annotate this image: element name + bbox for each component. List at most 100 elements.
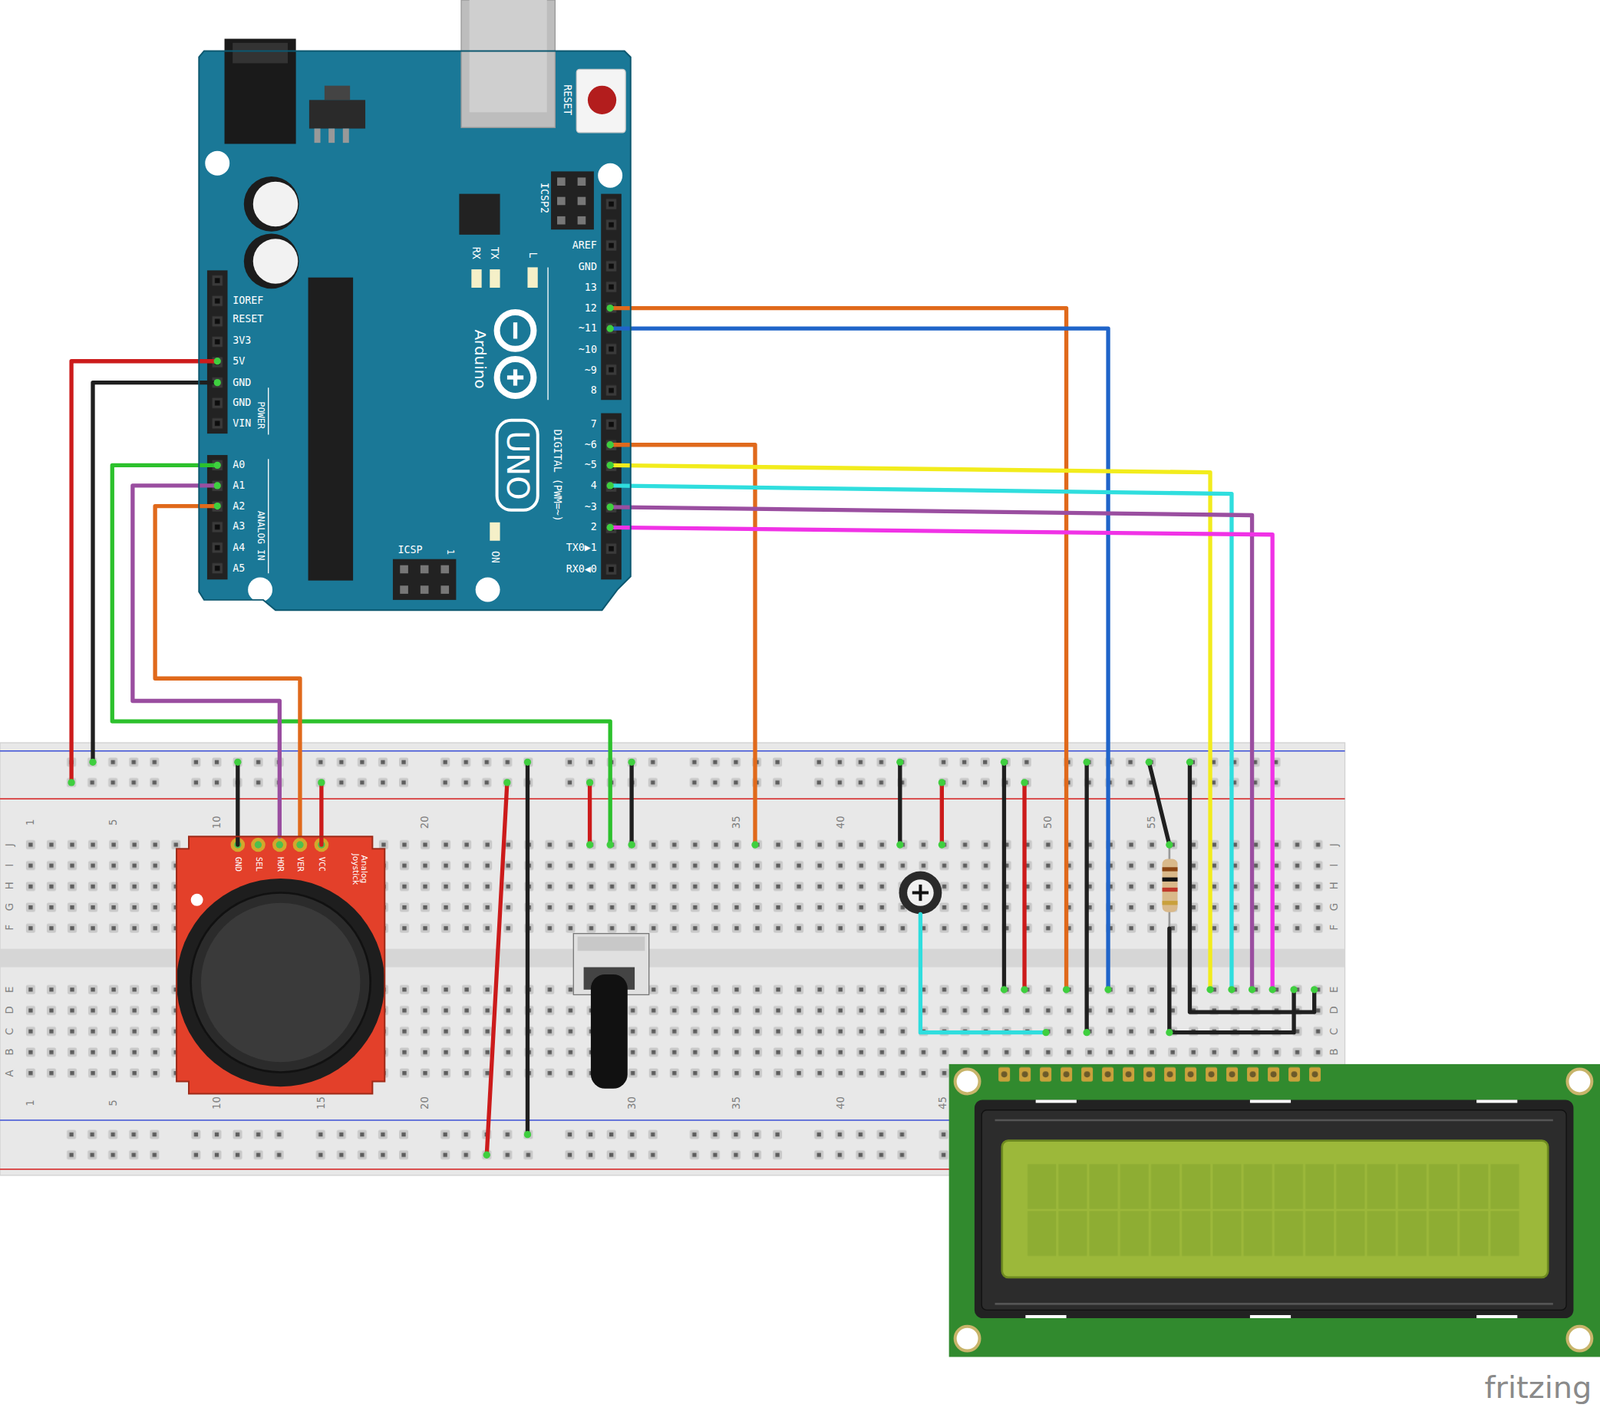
arduino-illustration xyxy=(489,269,500,288)
column-number: 5 xyxy=(108,818,119,827)
connection-dot xyxy=(607,441,614,449)
potentiometer xyxy=(577,936,646,952)
board-label: 13 xyxy=(584,282,598,293)
connection-dot xyxy=(1165,1029,1173,1036)
arduino-illustration xyxy=(547,267,548,400)
arduino-illustration xyxy=(440,585,449,594)
wire xyxy=(112,465,611,845)
resistor xyxy=(1162,867,1178,871)
lcd-display xyxy=(949,1064,1600,1358)
wire xyxy=(1084,762,1089,1033)
arduino-illustration xyxy=(204,151,230,176)
connection-dot xyxy=(1289,986,1297,993)
lcd-display xyxy=(955,1326,980,1352)
column-number: 10 xyxy=(212,814,223,831)
row-letter: G xyxy=(1329,902,1340,913)
arduino-illustration xyxy=(489,522,500,542)
arduino-illustration xyxy=(550,171,594,230)
pin-label: GND xyxy=(234,857,243,872)
joystick-module: GNDSELHORVERVCCAnalog Joystick xyxy=(176,836,385,1094)
lcd-display xyxy=(1250,1099,1291,1103)
arduino-illustration xyxy=(420,565,429,575)
column-number: 30 xyxy=(627,1095,638,1112)
arduino-illustration xyxy=(600,194,622,401)
wire xyxy=(610,445,756,845)
arduino-illustration xyxy=(198,0,631,611)
wire xyxy=(610,465,1211,990)
arduino-illustration xyxy=(497,420,538,511)
breadboard xyxy=(61,752,1308,793)
board-label: A5 xyxy=(232,563,245,574)
connection-dot xyxy=(89,758,96,766)
row-letter: B xyxy=(1329,1047,1340,1057)
connection-dot xyxy=(607,461,614,469)
arduino-illustration xyxy=(597,163,623,189)
arduino-illustration xyxy=(458,194,500,235)
arduino-illustration xyxy=(207,270,228,434)
pin-label: HOR xyxy=(275,857,284,872)
board-label: ~6 xyxy=(584,439,598,450)
arduino-illustration xyxy=(600,414,622,580)
connection-dot xyxy=(1206,986,1214,993)
board-label: A1 xyxy=(232,480,245,491)
row-letter: F xyxy=(1329,923,1340,932)
connection-dot xyxy=(751,841,759,848)
arduino-illustration xyxy=(253,238,299,284)
arduino-illustration xyxy=(399,585,409,594)
board-label: UNO xyxy=(501,430,533,500)
board-label: A3 xyxy=(232,521,245,532)
arduino-illustration xyxy=(557,177,566,186)
connection-dot xyxy=(1165,841,1173,848)
board-label: IOREF xyxy=(232,296,264,307)
arduino-illustration xyxy=(309,99,366,129)
lcd-display xyxy=(1026,1163,1521,1257)
connection-dot xyxy=(1248,986,1256,993)
arduino-illustration xyxy=(600,194,622,401)
joystick-illustration xyxy=(191,893,371,1073)
resistor xyxy=(1162,900,1178,905)
connection-dot xyxy=(607,841,614,848)
connection-dot xyxy=(1186,758,1194,766)
board-label: 2 xyxy=(590,522,598,533)
arduino-illustration xyxy=(440,565,449,575)
lcd-display xyxy=(1025,1315,1066,1319)
lcd-display xyxy=(996,1066,1328,1083)
arduino-illustration xyxy=(267,387,269,435)
arduino-illustration xyxy=(577,216,587,225)
wire xyxy=(235,762,240,845)
arduino-illustration xyxy=(232,42,288,64)
wire xyxy=(319,782,324,845)
board-label: 12 xyxy=(584,303,598,314)
wire xyxy=(1002,762,1007,990)
connection-dot xyxy=(627,841,635,848)
board-label: RESET xyxy=(232,314,264,325)
connection-dot xyxy=(607,304,614,312)
potentiometer xyxy=(590,974,628,1089)
pin-label: VCC xyxy=(317,857,327,872)
wire xyxy=(71,308,1315,1156)
column-number: 55 xyxy=(1147,814,1158,831)
column-number: 10 xyxy=(212,1095,223,1112)
arduino-illustration xyxy=(469,0,548,113)
arduino-illustration xyxy=(399,565,409,575)
board-label: GND xyxy=(578,262,598,273)
connection-dot xyxy=(1000,986,1008,993)
board-label: ICSP2 xyxy=(538,182,549,214)
joystick-illustration xyxy=(254,841,262,848)
joystick-illustration xyxy=(293,837,308,853)
board-label: 5V xyxy=(232,356,245,367)
row-letter: C xyxy=(1329,1026,1340,1036)
arduino-illustration xyxy=(577,177,587,186)
arduino-illustration xyxy=(314,128,321,144)
connection-dot xyxy=(896,758,904,766)
row-letter: J xyxy=(5,842,16,848)
joystick-illustration xyxy=(201,903,360,1063)
arduino-illustration xyxy=(207,455,228,580)
arduino-illustration xyxy=(224,39,297,145)
column-number: 35 xyxy=(731,1095,742,1112)
row-letter: D xyxy=(5,1005,16,1016)
trimmer-potentiometer xyxy=(898,871,942,915)
potentiometer xyxy=(573,933,649,1089)
lcd-display xyxy=(994,1303,1553,1306)
connection-dot xyxy=(67,778,75,786)
